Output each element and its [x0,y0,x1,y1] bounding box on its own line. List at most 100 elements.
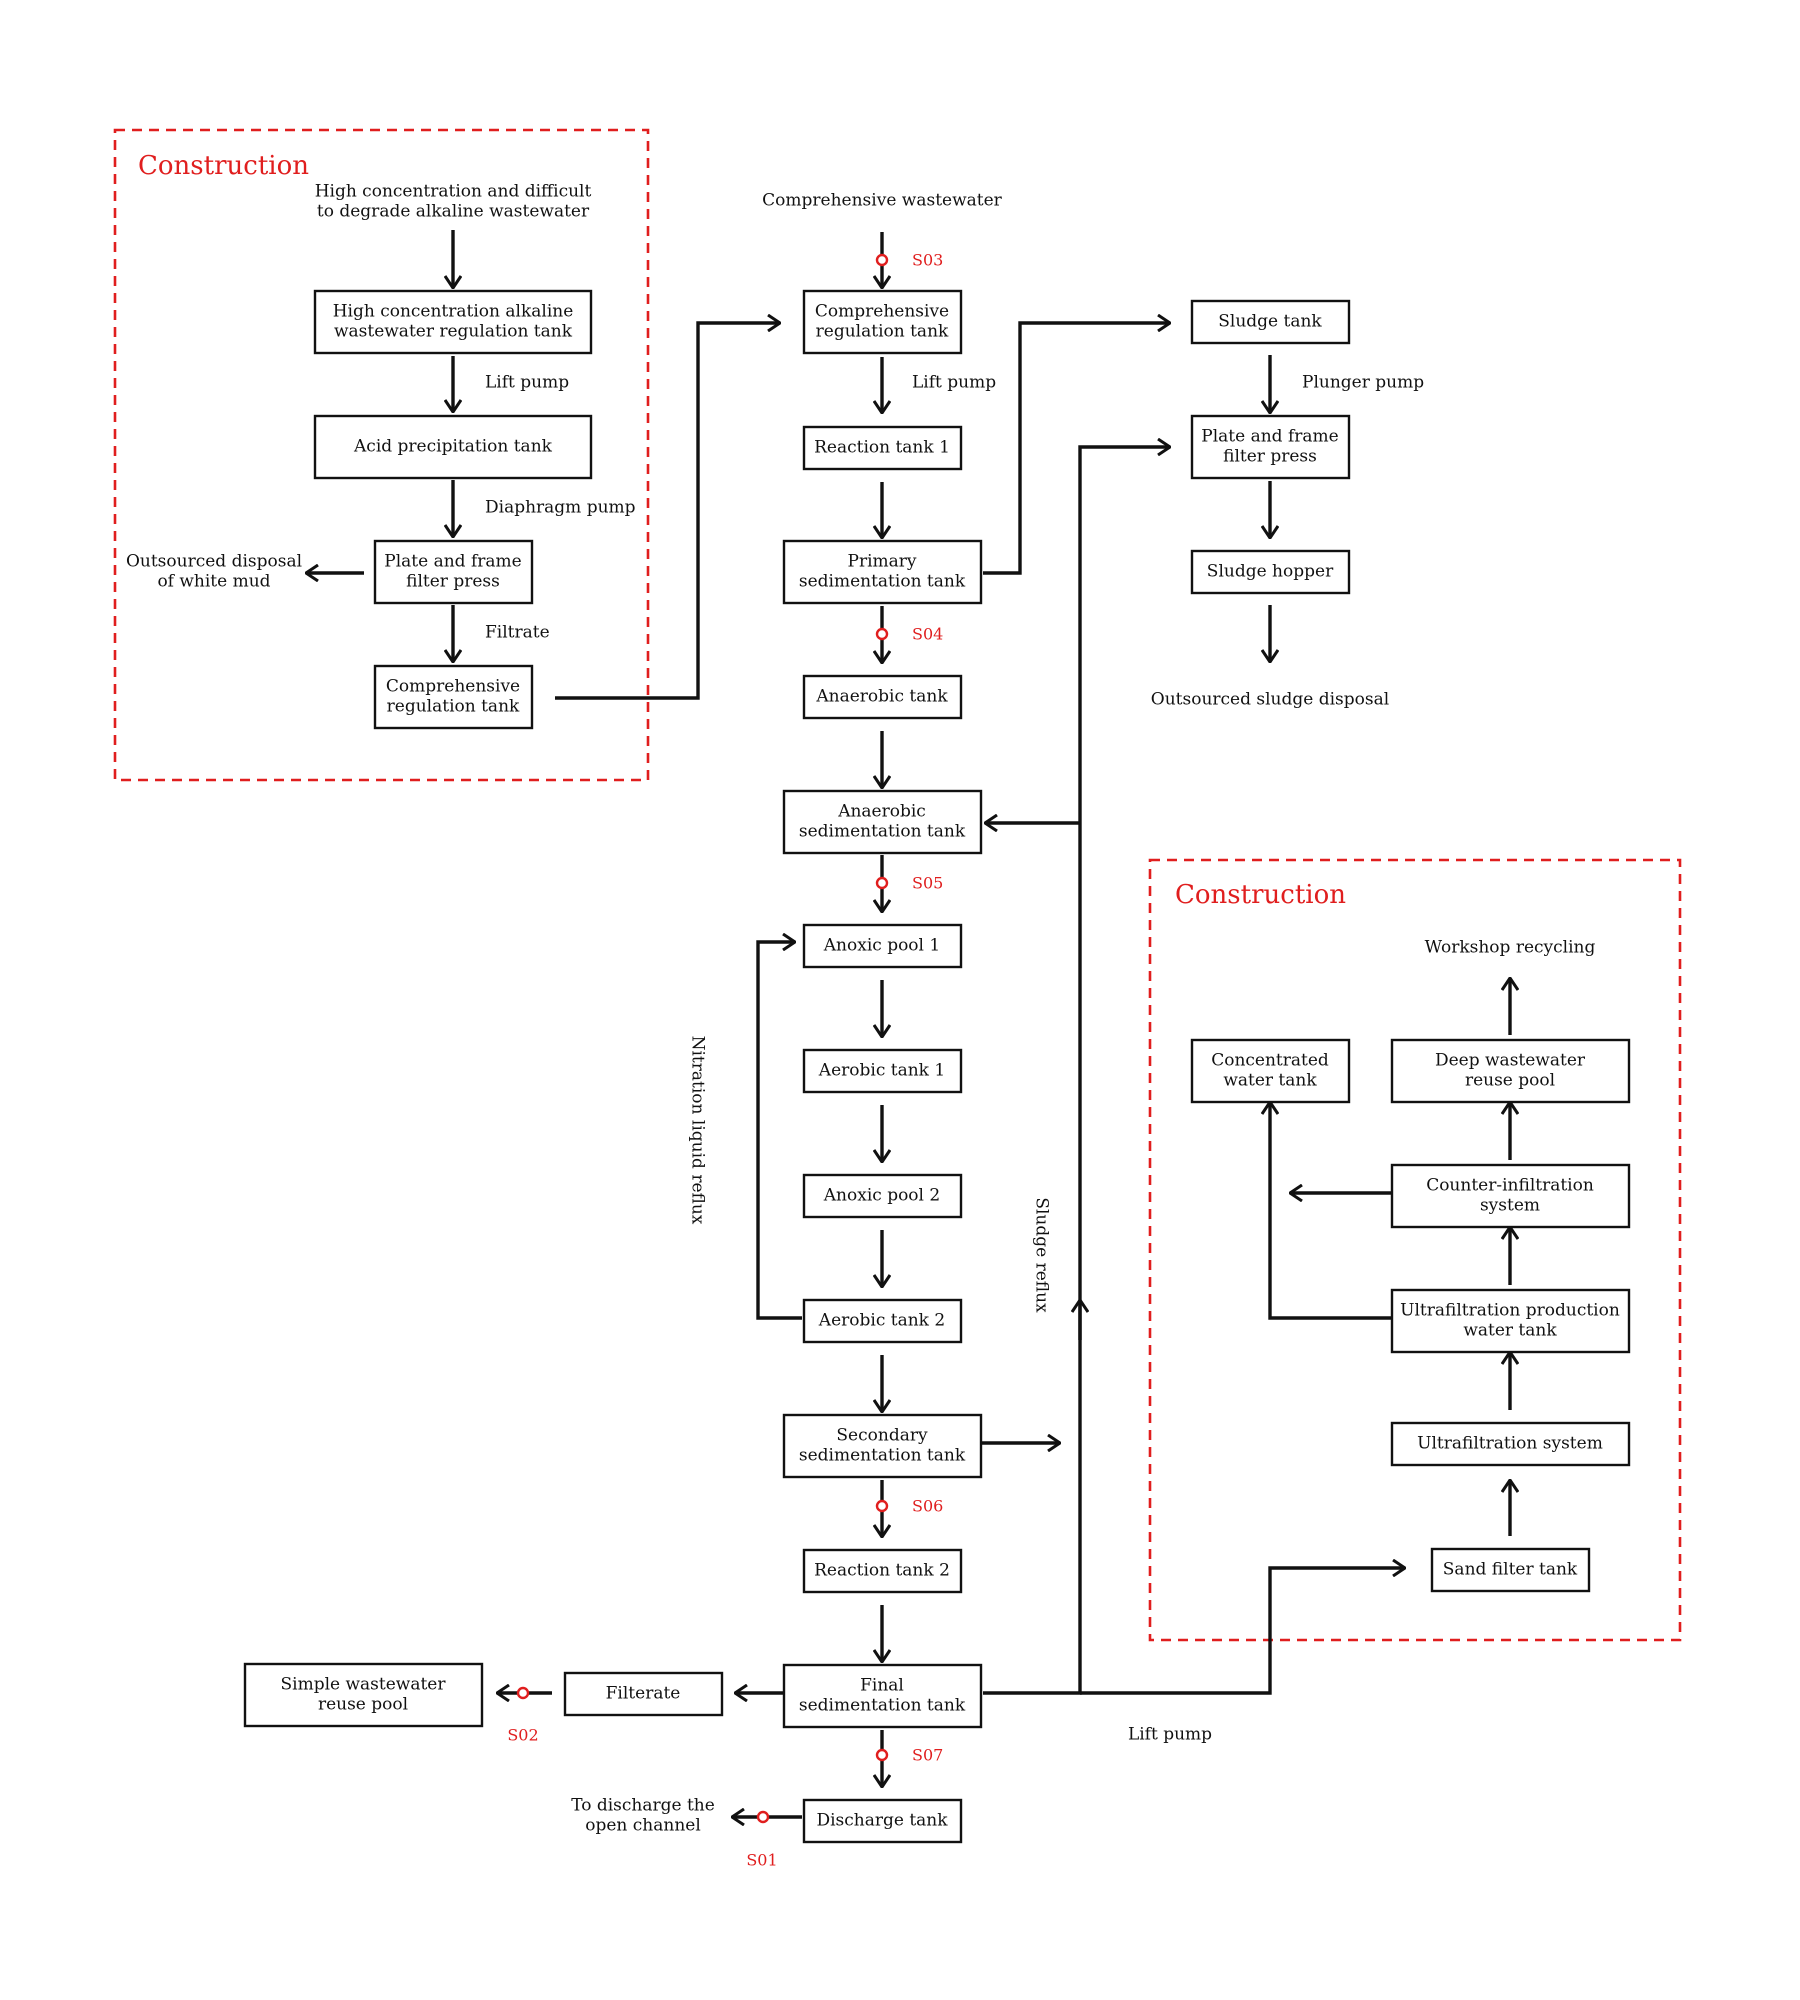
box-text: Secondary [836,1426,928,1446]
box-sludge-hopper: Sludge hopper [1190,549,1351,595]
box-text: Aerobic tank 1 [818,1061,945,1081]
box-sludge-tank: Sludge tank [1190,299,1351,345]
box-text: reuse pool [318,1695,408,1715]
label-discharge-line2: open channel [585,1816,701,1836]
box-simple-wastewater-reuse-pool: Simple wastewater reuse pool [243,1662,484,1728]
box-text: Aerobic tank 2 [818,1311,945,1331]
sample-marker-s01 [756,1810,770,1824]
label-filtrate: Filtrate [485,623,550,643]
arrow-nitration-reflux [756,942,802,1320]
box-text: Ultrafiltration system [1417,1434,1603,1454]
sample-label-s07: S07 [912,1746,943,1765]
box-comp-regulation-tank-a: Comprehensive regulation tank [373,664,534,730]
box-secondary-sedimentation-tank: Secondary sedimentation tank [782,1413,983,1479]
box-hc-regulation-tank: High concentration alkaline wastewater r… [313,289,593,355]
sample-marker-s04 [875,627,889,641]
box-text: Sludge hopper [1207,562,1334,582]
box-text: Sludge tank [1218,312,1322,332]
box-text: Deep wastewater [1435,1051,1586,1071]
box-text: Simple wastewater [281,1675,447,1695]
box-plate-frame-press-b: Plate and frame filter press [1190,414,1351,480]
box-text: sedimentation tank [799,572,966,592]
box-text: Discharge tank [816,1811,948,1831]
box-text: Primary [848,552,917,572]
box-text: Counter-infiltration [1426,1176,1594,1196]
box-reaction-tank-2: Reaction tank 2 [802,1548,963,1594]
box-filterate: Filterate [563,1671,724,1717]
box-acid-precipitation-tank: Acid precipitation tank [313,414,593,480]
box-text: water tank [1463,1321,1557,1341]
sample-marker-s02 [516,1686,530,1700]
box-reaction-tank-1: Reaction tank 1 [802,425,963,471]
box-primary-sedimentation-tank: Primary sedimentation tank [782,539,983,605]
label-workshop-recycling: Workshop recycling [1425,938,1596,958]
box-text: wastewater regulation tank [334,322,573,342]
box-comp-regulation-tank-b: Comprehensive regulation tank [802,289,963,355]
box-text: Plate and frame [1201,427,1338,447]
box-anoxic-pool-2: Anoxic pool 2 [802,1173,963,1219]
label-plunger-pump: Plunger pump [1302,373,1424,393]
construction-label-right: Construction [1175,880,1346,910]
box-anaerobic-tank: Anaerobic tank [802,674,963,720]
box-text: system [1480,1196,1540,1216]
box-text: reuse pool [1465,1071,1555,1091]
arrow-primary-to-sludge [983,323,1170,575]
sample-label-s04: S04 [912,625,943,644]
box-text: Anoxic pool 1 [823,936,940,956]
label-lift-pump-left: Lift pump [485,373,569,393]
sample-marker-s06 [875,1499,889,1513]
box-final-sedimentation-tank: Final sedimentation tank [782,1663,983,1729]
box-text: Comprehensive [386,677,520,697]
box-discharge-tank: Discharge tank [802,1798,963,1844]
box-aerobic-tank-1: Aerobic tank 1 [802,1048,963,1094]
box-text: Ultrafiltration production [1400,1301,1620,1321]
box-text: High concentration alkaline [333,302,574,322]
box-text: Filterate [606,1684,681,1704]
box-ultrafiltration-system: Ultrafiltration system [1390,1421,1631,1467]
sample-label-s06: S06 [912,1497,943,1516]
arrow-final-to-sand-filter [1080,1568,1405,1695]
box-anoxic-pool-1: Anoxic pool 1 [802,923,963,969]
box-text: Reaction tank 1 [814,438,950,458]
input-comprehensive-wastewater: Comprehensive wastewater [762,191,1003,211]
sampling-markers [516,253,889,1824]
box-text: filter press [406,572,500,592]
box-text: regulation tank [387,697,520,717]
box-anaerobic-sedimentation-tank: Anaerobic sedimentation tank [782,789,983,855]
construction-label-left: Construction [138,151,309,181]
input-alkaline-line1: High concentration and difficult [315,182,592,202]
box-text: Anaerobic [837,802,926,822]
box-text: Anaerobic tank [815,687,948,707]
sample-label-s01: S01 [746,1851,777,1870]
label-nitration-liquid-reflux: Nitration liquid reflux [688,1036,708,1225]
input-alkaline-line2: to degrade alkaline wastewater [317,202,590,222]
arrow-sludge-reflux-riser [983,447,1170,1695]
box-aerobic-tank-2: Aerobic tank 2 [802,1298,963,1344]
construction-region-right [1148,858,1682,1642]
sample-label-s03: S03 [912,251,943,270]
box-text: Comprehensive [815,302,949,322]
label-lift-pump-center: Lift pump [912,373,996,393]
arrow-uf-water-to-concentrated [1270,1102,1391,1320]
box-counter-infiltration-system: Counter-infiltration system [1390,1163,1631,1229]
box-uf-production-water-tank: Ultrafiltration production water tank [1390,1288,1631,1354]
box-text: Concentrated [1211,1051,1329,1071]
box-text: regulation tank [816,322,949,342]
label-outsourced-sludge-disposal: Outsourced sludge disposal [1151,690,1389,710]
label-lift-pump-bottom: Lift pump [1128,1725,1212,1745]
sample-marker-s05 [875,876,889,890]
sample-marker-s07 [875,1748,889,1762]
box-text: water tank [1223,1071,1317,1091]
label-sludge-reflux: Sludge reflux [1032,1197,1052,1313]
box-text: Anoxic pool 2 [823,1186,940,1206]
arrow-left-to-center [555,323,780,700]
box-text: Sand filter tank [1443,1560,1578,1580]
sample-label-s02: S02 [507,1726,538,1745]
box-plate-frame-press-a: Plate and frame filter press [373,539,534,605]
label-white-mud-line1: Outsourced disposal [126,552,302,572]
box-sand-filter-tank: Sand filter tank [1430,1547,1591,1593]
box-text: Final [860,1676,904,1696]
label-diaphragm-pump: Diaphragm pump [485,498,636,518]
